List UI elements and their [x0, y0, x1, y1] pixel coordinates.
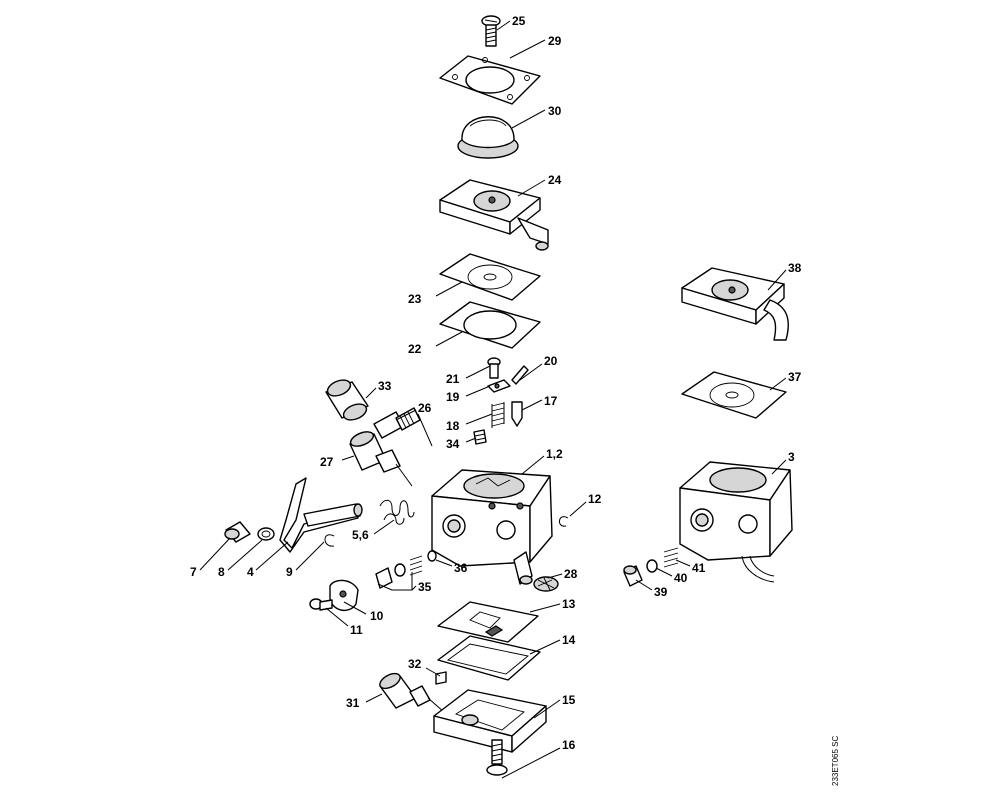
part-27-adjusting-screw[interactable] [349, 429, 413, 487]
label-1-2[interactable]: 1,2 [546, 447, 563, 461]
part-7-fitting[interactable] [224, 521, 251, 543]
part-22-gasket[interactable] [439, 301, 541, 349]
label-8[interactable]: 8 [218, 565, 225, 579]
label-28[interactable]: 28 [564, 567, 578, 581]
label-37[interactable]: 37 [788, 370, 802, 384]
label-19[interactable]: 19 [446, 390, 460, 404]
part-32-plug[interactable] [435, 671, 447, 685]
part-3-carburetor-body[interactable] [679, 461, 793, 583]
label-13[interactable]: 13 [562, 597, 576, 611]
label-36[interactable]: 36 [454, 561, 468, 575]
part-28-screen[interactable] [533, 576, 559, 592]
part-13-diaphragm[interactable] [437, 601, 539, 643]
part-21-screw[interactable] [487, 357, 501, 379]
label-35[interactable]: 35 [418, 580, 432, 594]
label-33[interactable]: 33 [378, 379, 392, 393]
label-23[interactable]: 23 [408, 292, 422, 306]
label-40[interactable]: 40 [674, 571, 688, 585]
part-37-diaphragm[interactable] [681, 371, 787, 419]
part-24-primer-cover[interactable] [439, 179, 549, 251]
part-20-pin[interactable] [511, 365, 529, 385]
part-8-washer[interactable] [257, 527, 275, 541]
part-25-screw[interactable] [481, 15, 501, 47]
part-38-pump-cover[interactable] [681, 267, 789, 341]
part-4-throttle-shaft[interactable] [279, 477, 363, 553]
part-1-2-carburetor-body[interactable] [431, 469, 553, 585]
label-32[interactable]: 32 [408, 657, 422, 671]
part-34-plug[interactable] [473, 429, 487, 445]
label-17[interactable]: 17 [544, 394, 558, 408]
part-41-spring[interactable] [663, 547, 679, 568]
part-36-o-ring[interactable] [427, 550, 437, 562]
label-34[interactable]: 34 [446, 437, 460, 451]
part-33-cap[interactable] [325, 377, 369, 423]
label-12[interactable]: 12 [588, 492, 602, 506]
label-30[interactable]: 30 [548, 104, 562, 118]
label-14[interactable]: 14 [562, 633, 576, 647]
label-38[interactable]: 38 [788, 261, 802, 275]
label-25[interactable]: 25 [512, 14, 526, 28]
part-12-circlip[interactable] [559, 516, 569, 527]
label-16[interactable]: 16 [562, 738, 576, 752]
label-4[interactable]: 4 [247, 565, 254, 579]
label-9[interactable]: 9 [286, 565, 293, 579]
part-18-spring[interactable] [491, 402, 505, 428]
diagram-code: 233ET065 SC [831, 736, 840, 786]
part-31-adjusting-screw[interactable] [377, 671, 445, 713]
label-39[interactable]: 39 [654, 585, 668, 599]
label-15[interactable]: 15 [562, 693, 576, 707]
part-10-throttle-lever[interactable] [329, 579, 359, 611]
label-26[interactable]: 26 [418, 401, 432, 415]
label-24[interactable]: 24 [548, 173, 562, 187]
label-3[interactable]: 3 [788, 450, 795, 464]
part-26-adjusting-screw[interactable] [373, 407, 433, 447]
part-5-6-spring[interactable] [379, 499, 415, 525]
part-39-plug[interactable] [623, 565, 643, 587]
label-7[interactable]: 7 [190, 565, 197, 579]
part-40-o-ring[interactable] [646, 559, 658, 573]
part-9-circlip[interactable] [324, 534, 335, 547]
label-41[interactable]: 41 [692, 561, 706, 575]
part-30-primer-bulb[interactable] [457, 116, 519, 159]
leader-lines [199, 20, 787, 779]
label-21[interactable]: 21 [446, 372, 460, 386]
part-29-gasket[interactable] [439, 55, 541, 105]
label-27[interactable]: 27 [320, 455, 334, 469]
part-14-gasket[interactable] [437, 635, 541, 681]
label-29[interactable]: 29 [548, 34, 562, 48]
label-22[interactable]: 22 [408, 342, 422, 356]
label-11[interactable]: 11 [350, 623, 363, 637]
label-5-6[interactable]: 5,6 [352, 528, 369, 542]
part-23-diaphragm[interactable] [439, 253, 541, 301]
part-labels: 25 29 30 24 23 22 21 20 19 18 17 34 33 2… [190, 14, 802, 752]
label-20[interactable]: 20 [544, 354, 558, 368]
label-18[interactable]: 18 [446, 419, 460, 433]
part-17-inlet-needle[interactable] [511, 401, 523, 427]
label-10[interactable]: 10 [370, 609, 384, 623]
label-31[interactable]: 31 [346, 696, 360, 710]
part-11-screw[interactable] [309, 598, 333, 611]
part-35-spring[interactable] [375, 555, 423, 589]
part-19-lever[interactable] [487, 379, 511, 393]
part-16-screw[interactable] [486, 739, 508, 776]
part-15-pump-cover[interactable] [433, 689, 547, 753]
